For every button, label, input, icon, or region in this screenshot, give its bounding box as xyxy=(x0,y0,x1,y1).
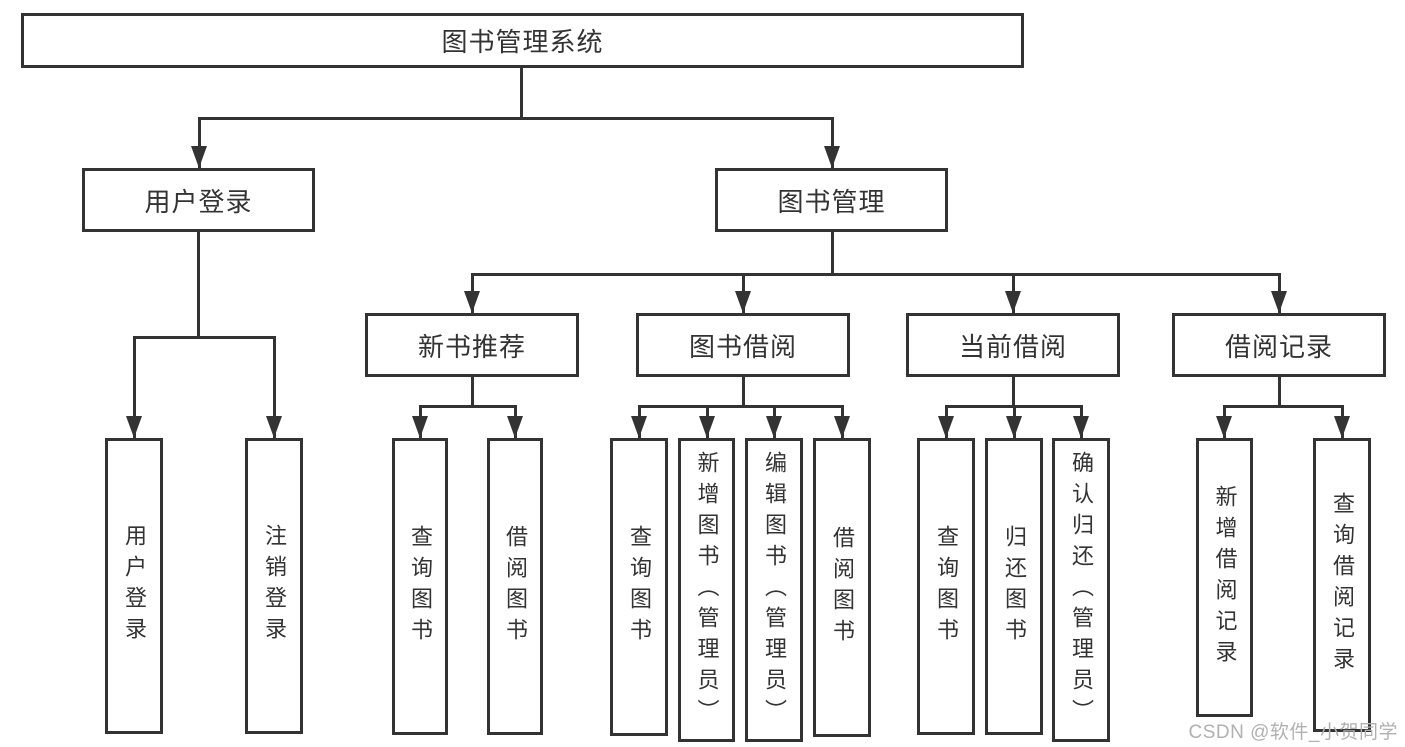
arrow-down-icon xyxy=(824,146,840,168)
arrow-down-icon xyxy=(834,416,850,438)
leaf-query-borrow-record: 查询借阅记录 xyxy=(1313,438,1371,732)
arrow-down-icon xyxy=(126,416,142,438)
arrow-down-icon xyxy=(766,416,782,438)
leaf-edit-books-admin-label: 编辑图书（管理员） xyxy=(762,450,787,730)
connector-records-bar xyxy=(1223,405,1343,408)
arrow-down-icon xyxy=(938,416,954,438)
leaf-add-books-admin-label: 新增图书（管理员） xyxy=(694,450,720,730)
leaf-edit-books-admin: 编辑图书（管理员） xyxy=(745,438,803,742)
arrow-down-icon xyxy=(699,416,715,438)
arrow-down-icon xyxy=(464,291,480,313)
leaf-add-borrow-record-label: 新增借阅记录 xyxy=(1212,484,1238,671)
leaf-return-books-label: 归还图书 xyxy=(1002,524,1027,649)
connector-user-login-drop xyxy=(198,117,201,168)
leaf-borrow-books-borrowing-label: 借阅图书 xyxy=(830,525,855,650)
node-user-login: 用户登录 xyxy=(82,168,315,232)
leaf-borrow-books-recommend: 借阅图书 xyxy=(487,438,543,735)
leaf-borrow-books-recommend-label: 借阅图书 xyxy=(503,524,528,649)
node-book-borrowing-label: 图书借阅 xyxy=(688,331,797,362)
leaf-query-books-current: 查询图书 xyxy=(917,438,975,735)
node-book-management-label: 图书管理 xyxy=(777,186,886,217)
leaf-query-books-recommend: 查询图书 xyxy=(392,438,448,735)
leaf-user-login: 用户登录 xyxy=(105,438,163,734)
leaf-query-books-recommend-label: 查询图书 xyxy=(408,524,433,649)
arrow-down-icon xyxy=(412,416,428,438)
arrow-down-icon xyxy=(1005,291,1021,313)
connector-recommend-bar xyxy=(419,405,517,408)
connector-records-stem xyxy=(1278,375,1281,407)
watermark-text: CSDN @软件_小贺同学 xyxy=(1188,722,1398,743)
arrow-down-icon xyxy=(507,416,523,438)
connector-borrowing-bar xyxy=(638,405,844,408)
leaf-add-books-admin: 新增图书（管理员） xyxy=(678,438,735,742)
connector-borrowing-stem xyxy=(742,375,745,407)
node-library-system-label: 图书管理系统 xyxy=(441,27,604,57)
leaf-query-books-current-label: 查询图书 xyxy=(934,524,959,649)
arrow-down-icon xyxy=(191,146,207,168)
connector-book-management-stem xyxy=(831,230,834,275)
connector-level3-bar xyxy=(471,273,1281,276)
node-current-borrowing-label: 当前借阅 xyxy=(958,331,1067,362)
leaf-query-borrow-record-label: 查询借阅记录 xyxy=(1330,492,1355,678)
connector-book-management-drop xyxy=(831,117,834,168)
leaf-return-books: 归还图书 xyxy=(985,438,1043,735)
arrow-down-icon xyxy=(1334,416,1350,438)
leaf-confirm-return-admin-label: 确认归还（管理员） xyxy=(1069,450,1094,730)
arrow-down-icon xyxy=(1216,416,1232,438)
node-borrowing-records: 借阅记录 xyxy=(1172,313,1386,377)
connector-root-stem xyxy=(520,66,523,119)
node-new-book-recommend: 新书推荐 xyxy=(365,313,579,377)
node-book-borrowing: 图书借阅 xyxy=(636,313,850,377)
connector-level2-bar xyxy=(198,117,834,120)
connector-recommend-stem xyxy=(471,375,474,407)
arrow-down-icon xyxy=(1073,416,1089,438)
leaf-borrow-books-borrowing: 借阅图书 xyxy=(813,438,871,737)
node-new-book-recommend-label: 新书推荐 xyxy=(417,331,526,362)
node-current-borrowing: 当前借阅 xyxy=(906,313,1120,377)
arrow-down-icon xyxy=(1006,416,1022,438)
arrow-down-icon xyxy=(266,416,282,438)
connector-leaf-drop xyxy=(273,336,276,438)
leaf-logout-login: 注销登录 xyxy=(245,438,303,734)
connector-user-login-bar xyxy=(133,336,276,339)
node-book-management: 图书管理 xyxy=(715,168,948,232)
arrow-down-icon xyxy=(631,416,647,438)
leaf-user-login-label: 用户登录 xyxy=(122,524,147,648)
connector-user-login-stem xyxy=(197,230,200,338)
leaf-confirm-return-admin: 确认归还（管理员） xyxy=(1052,438,1110,742)
leaf-logout-login-label: 注销登录 xyxy=(262,524,287,648)
node-library-system: 图书管理系统 xyxy=(21,13,1024,68)
node-user-login-label: 用户登录 xyxy=(144,186,253,217)
connector-current-stem xyxy=(1012,375,1015,407)
leaf-query-books-borrowing-label: 查询图书 xyxy=(627,525,652,649)
node-borrowing-records-label: 借阅记录 xyxy=(1224,331,1333,362)
arrow-down-icon xyxy=(735,291,751,313)
leaf-query-books-borrowing: 查询图书 xyxy=(610,438,668,736)
leaf-add-borrow-record: 新增借阅记录 xyxy=(1196,438,1253,717)
arrow-down-icon xyxy=(1271,291,1287,313)
connector-leaf-drop xyxy=(133,336,136,438)
